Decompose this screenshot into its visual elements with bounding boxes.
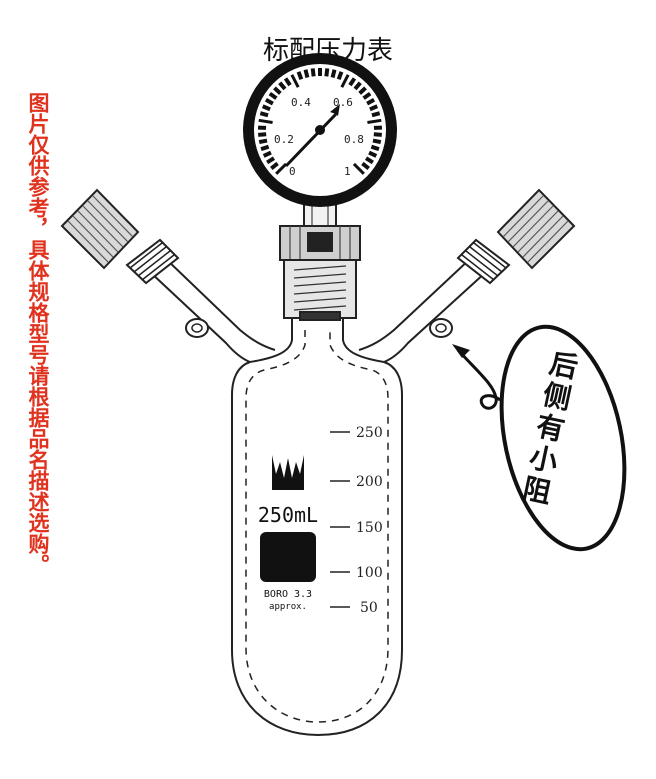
scale-mark-250: 250	[356, 425, 383, 441]
gauge-tick	[348, 77, 357, 87]
graduation-scale	[330, 431, 350, 608]
gauge-tick	[278, 81, 287, 91]
callout-bubble: 后侧有小阻	[452, 324, 627, 552]
callout-text: 后侧有小阻	[520, 347, 581, 510]
gauge-tick	[262, 150, 272, 158]
gauge-tick	[352, 162, 365, 175]
label-patch	[260, 532, 316, 582]
gauge-tick	[366, 97, 376, 106]
gauge-tick	[275, 162, 288, 175]
gauge-tick	[258, 132, 267, 137]
gauge-tick	[336, 71, 344, 81]
gauge-tick	[261, 104, 271, 112]
gauge-tick	[259, 111, 269, 118]
gauge-label-1: 1	[344, 165, 351, 178]
gauge-tick	[362, 91, 372, 100]
gauge-tick	[283, 77, 292, 87]
gauge-tick	[264, 97, 274, 106]
gauge-tick	[324, 68, 330, 77]
disclaimer-note: 图片仅供参考，具体规格型号请根据品名描述选购。	[26, 92, 50, 575]
gauge-label-0.8: 0.8	[344, 133, 364, 146]
right-side-arm	[358, 188, 576, 363]
center-fitting	[279, 194, 361, 321]
gauge-label-0: 0	[289, 165, 296, 178]
gauge-label-0.2: 0.2	[274, 133, 294, 146]
flask-logo	[272, 455, 304, 490]
scale-mark-100: 100	[356, 565, 383, 581]
gauge-tick	[340, 74, 350, 88]
gauge-tick	[358, 86, 367, 95]
gauge-label-0.4: 0.4	[291, 96, 311, 109]
pressure-gauge: 0 0.2 0.4 0.6 0.8 1	[243, 53, 397, 207]
gauge-tick	[330, 69, 337, 78]
gauge-tick	[270, 161, 279, 170]
gauge-tick	[361, 161, 370, 170]
gauge-tick	[370, 144, 380, 152]
gauge-tick	[368, 150, 378, 158]
gauge-tick	[266, 156, 276, 165]
gauge-tick	[268, 91, 278, 100]
capacity-label: 250mL	[258, 503, 318, 527]
gauge-tick	[290, 74, 300, 88]
scale-mark-150: 150	[356, 520, 383, 536]
gauge-label-0.6: 0.6	[333, 96, 353, 109]
flask-body	[231, 318, 403, 737]
scale-mark-50: 50	[360, 600, 378, 616]
gauge-tick	[303, 69, 310, 78]
approx-label: approx.	[269, 602, 307, 612]
left-side-arm	[60, 188, 276, 363]
gauge-tick	[371, 111, 381, 118]
gauge-tick	[296, 71, 304, 81]
gauge-tick	[310, 68, 316, 77]
gauge-tick	[273, 86, 282, 95]
callout-arrow	[456, 348, 501, 410]
material-label: BORO 3.3	[264, 589, 312, 600]
gauge-tick	[372, 138, 382, 145]
gauge-tick	[353, 81, 362, 91]
gauge-tick	[373, 132, 382, 137]
gauge-tick	[364, 156, 374, 165]
gauge-tick	[367, 118, 382, 124]
gauge-needle	[284, 112, 338, 168]
gauge-tick	[369, 104, 379, 112]
gauge-tick	[260, 144, 270, 152]
gauge-tick	[258, 118, 273, 124]
gauge-tick	[258, 138, 268, 145]
scale-mark-200: 200	[356, 474, 383, 490]
